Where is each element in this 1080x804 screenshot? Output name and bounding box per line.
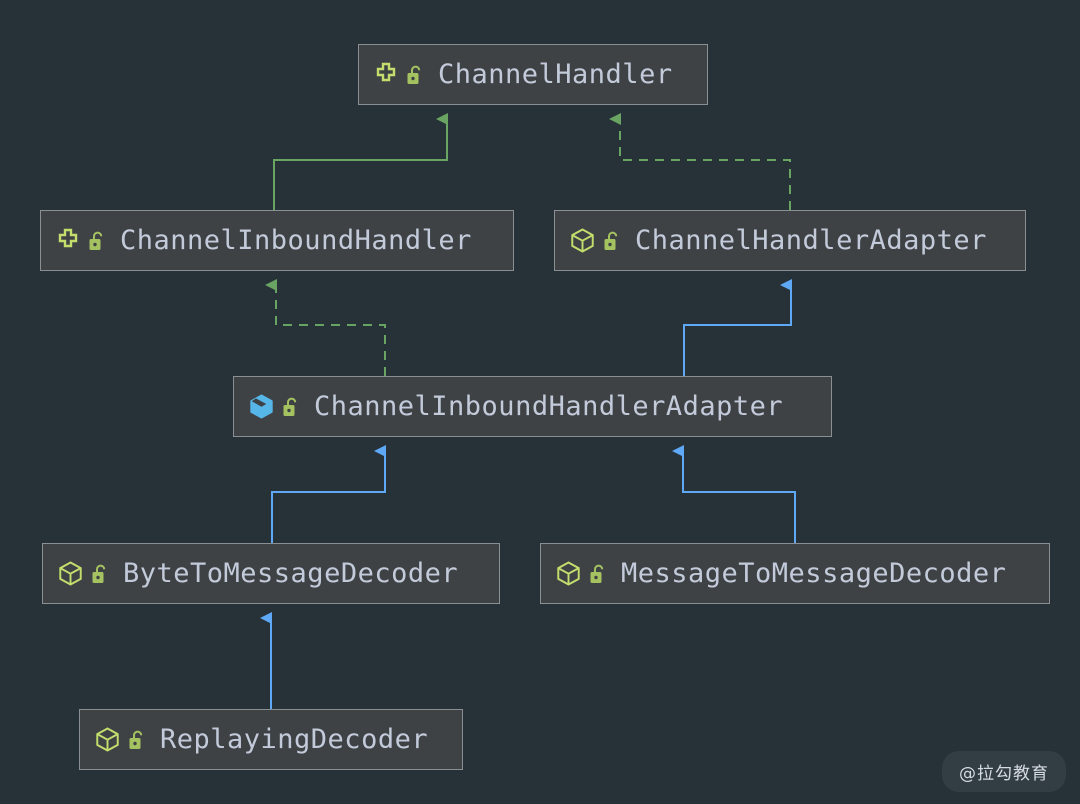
edge-message-decoder-to-inbound-adapter	[672, 445, 796, 543]
node-label: ChannelHandlerAdapter	[635, 225, 987, 256]
abstract-class-cube-icon	[59, 561, 82, 586]
node-label: ChannelInboundHandlerAdapter	[314, 391, 784, 422]
interface-icon	[58, 228, 78, 247]
edge-inbound-handler-to-handler	[273, 113, 448, 210]
node-channel-inbound-handler-adapter[interactable]: ChannelInboundHandlerAdapter	[233, 376, 832, 437]
node-message-to-message-decoder[interactable]: MessageToMessageDecoder	[540, 543, 1050, 604]
node-label: ReplayingDecoder	[160, 724, 429, 755]
unlocked-padlock-icon	[283, 397, 297, 416]
node-channel-handler[interactable]: ChannelHandler	[358, 44, 708, 105]
node-label: ByteToMessageDecoder	[123, 558, 459, 589]
unlocked-padlock-icon	[604, 231, 618, 250]
abstract-class-cube-icon	[571, 228, 594, 253]
node-label: ChannelInboundHandler	[120, 225, 472, 256]
unlocked-padlock-icon	[92, 564, 106, 583]
node-channel-handler-adapter[interactable]: ChannelHandlerAdapter	[554, 210, 1026, 271]
node-replaying-decoder[interactable]: ReplayingDecoder	[79, 709, 463, 770]
node-icons	[55, 228, 105, 254]
node-icons	[373, 62, 423, 88]
node-icons	[57, 560, 108, 587]
unlocked-padlock-icon	[590, 564, 604, 583]
unlocked-padlock-icon	[89, 231, 103, 250]
abstract-class-cube-icon	[557, 561, 580, 586]
node-label: MessageToMessageDecoder	[621, 558, 1007, 589]
abstract-class-cube-icon	[96, 727, 119, 752]
edge-handler-adapter-to-handler	[609, 113, 791, 210]
node-icons	[569, 227, 620, 254]
node-channel-inbound-handler[interactable]: ChannelInboundHandler	[40, 210, 514, 271]
edge-inbound-adapter-to-inbound-handler	[265, 279, 386, 376]
watermark: @拉勾教育	[942, 751, 1066, 792]
node-label: ChannelHandler	[438, 59, 673, 90]
unlocked-padlock-icon	[407, 65, 421, 84]
edge-inbound-adapter-to-handler-adapter	[683, 279, 792, 376]
interface-icon	[376, 62, 396, 81]
edge-byte-decoder-to-inbound-adapter	[271, 445, 386, 543]
node-byte-to-message-decoder[interactable]: ByteToMessageDecoder	[42, 543, 500, 604]
node-icons	[248, 393, 299, 420]
node-icons	[94, 726, 145, 753]
class-cube-icon	[250, 394, 273, 419]
unlocked-padlock-icon	[129, 730, 143, 749]
node-icons	[555, 560, 606, 587]
